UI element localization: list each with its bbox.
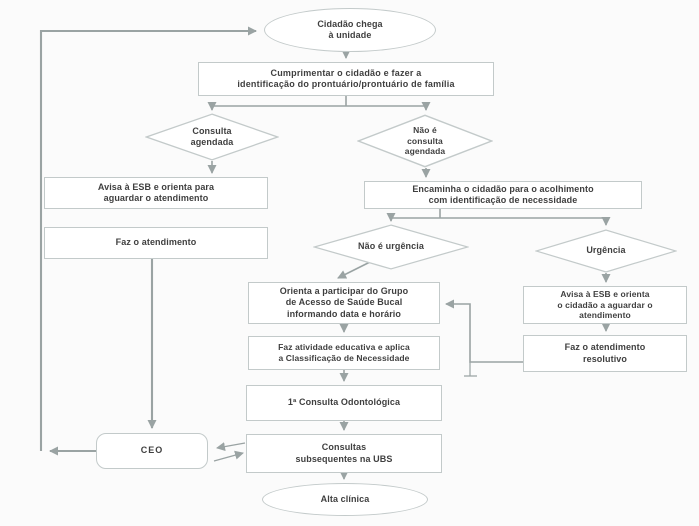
node-do-care: Faz o atendimento xyxy=(44,227,268,259)
diamond-shape xyxy=(313,224,469,270)
node-first-consult-label: 1ª Consulta Odontológica xyxy=(287,397,401,408)
line-resolutive-stub xyxy=(464,362,477,377)
node-not-scheduled: Não é consulta agendada xyxy=(357,114,493,168)
node-greet: Cumprimentar o cidadão e fazer a identif… xyxy=(198,62,494,96)
node-not-urgency: Não é urgência xyxy=(313,224,469,270)
node-do-care-label: Faz o atendimento xyxy=(115,237,197,248)
arrow-return-to-start xyxy=(39,26,257,451)
node-subsequent: Consultas subsequentes na UBS xyxy=(246,434,442,473)
node-greet-label: Cumprimentar o cidadão e fazer a identif… xyxy=(237,67,455,89)
diamond-shape xyxy=(145,113,279,161)
arrow-not-urgency-to-orient xyxy=(337,261,371,279)
node-refer-acolhimento: Encaminha o cidadão para o acolhimento c… xyxy=(364,181,642,209)
line-greet-split xyxy=(212,96,426,107)
node-scheduled: Consulta agendada xyxy=(145,113,279,161)
node-resolutive: Faz o atendimento resolutivo xyxy=(523,335,687,372)
node-orient-group-label: Orienta a participar do Grupo de Acesso … xyxy=(279,286,409,319)
arrow-resolutive-to-orient xyxy=(445,299,523,363)
diamond-shape xyxy=(535,229,677,273)
node-educative-label: Faz atividade educativa e aplica a Class… xyxy=(278,342,410,363)
arrow-subsequent-to-ceo xyxy=(216,442,246,452)
node-not-scheduled-label: Não é consulta agendada xyxy=(404,125,446,157)
node-urgency: Urgência xyxy=(535,229,677,273)
node-alta: Alta clínica xyxy=(262,483,428,516)
node-educative: Faz atividade educativa e aplica a Class… xyxy=(248,336,440,370)
node-resolutive-label: Faz o atendimento resolutivo xyxy=(564,342,646,364)
arrow-ceo-to-subsequent xyxy=(213,450,244,462)
node-notify-esb-urgency-label: Avisa à ESB e orienta o cidadão a aguard… xyxy=(557,289,653,321)
node-refer-acolhimento-label: Encaminha o cidadão para o acolhimento c… xyxy=(412,183,594,205)
node-orient-group: Orienta a participar do Grupo de Acesso … xyxy=(248,282,440,324)
node-first-consult: 1ª Consulta Odontológica xyxy=(246,385,442,421)
node-scheduled-label: Consulta agendada xyxy=(190,125,234,147)
node-ceo-label: CEO xyxy=(140,445,164,456)
node-subsequent-label: Consultas subsequentes na UBS xyxy=(295,442,393,464)
node-notify-esb-wait-label: Avisa à ESB e orienta para aguardar o at… xyxy=(97,181,215,203)
diamond-shape xyxy=(357,114,493,168)
node-start: Cidadão chega à unidade xyxy=(264,8,436,52)
node-start-label: Cidadão chega à unidade xyxy=(317,18,383,40)
line-refer-split xyxy=(391,209,606,219)
node-notify-esb-wait: Avisa à ESB e orienta para aguardar o at… xyxy=(44,177,268,209)
node-alta-label: Alta clínica xyxy=(320,493,370,504)
node-urgency-label: Urgência xyxy=(586,245,626,256)
node-ceo: CEO xyxy=(96,433,208,469)
node-not-urgency-label: Não é urgência xyxy=(358,241,424,252)
node-notify-esb-urgency: Avisa à ESB e orienta o cidadão a aguard… xyxy=(523,286,687,324)
